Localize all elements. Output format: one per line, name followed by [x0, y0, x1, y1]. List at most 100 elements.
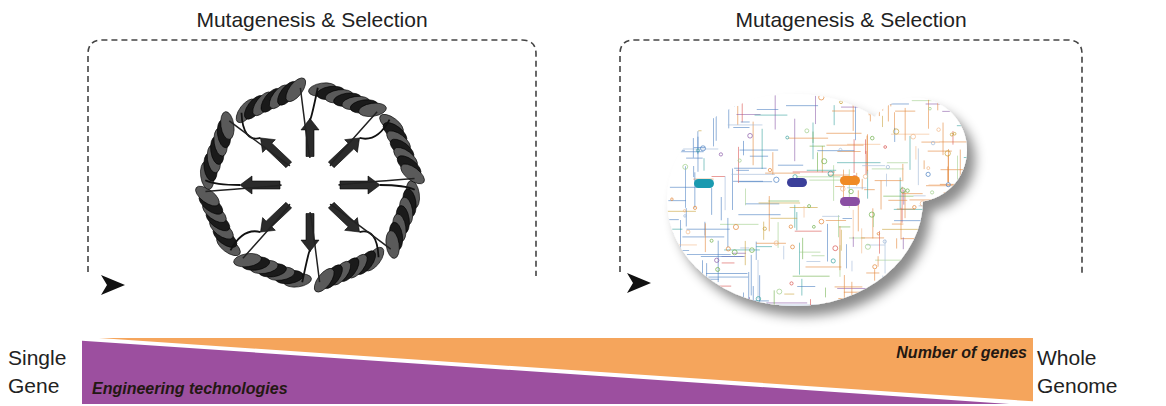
pathway-line	[688, 279, 719, 280]
metabolite	[683, 302, 687, 306]
pathway-line	[957, 125, 996, 126]
pathway-line	[770, 218, 797, 219]
pathway-line	[685, 166, 686, 207]
metabolite	[790, 282, 793, 285]
metabolite	[886, 165, 889, 168]
pathway-line	[937, 234, 974, 235]
pathway-line	[861, 228, 862, 253]
pathway-line	[742, 94, 743, 123]
pathway-line	[756, 242, 757, 260]
pathway-line	[944, 308, 945, 317]
pathway-line	[687, 259, 688, 303]
pathway-line	[879, 92, 880, 116]
loop	[359, 120, 389, 139]
pathway-line	[801, 279, 802, 296]
metabolite	[950, 133, 953, 136]
metabolite	[664, 238, 668, 242]
pathway-line	[686, 158, 703, 159]
helix-turn	[219, 111, 236, 141]
pathway-line	[694, 147, 705, 148]
metabolite	[791, 245, 795, 249]
pathway-line	[727, 218, 728, 247]
technology-band: Engineering technologies	[82, 338, 1033, 404]
pathway-line	[835, 91, 858, 92]
pathway-line	[734, 168, 766, 169]
pathway-line	[705, 223, 706, 252]
pathway-line	[903, 190, 904, 205]
pathway-line	[902, 164, 903, 181]
pathway-line	[875, 260, 908, 261]
pathway-line	[875, 180, 902, 181]
pathway-line	[768, 201, 799, 202]
metabolite	[710, 239, 713, 242]
pathway-line	[843, 218, 852, 219]
pathway-line	[892, 224, 903, 225]
metabolite	[808, 205, 811, 208]
pathway-line	[969, 172, 1000, 173]
pathway-line	[944, 192, 954, 193]
pathway-line	[841, 107, 879, 108]
pathway-line	[889, 302, 890, 314]
pathway-line	[665, 219, 679, 220]
helix-turn	[384, 230, 401, 260]
pathway-line	[957, 235, 958, 276]
pathway-line	[844, 292, 863, 293]
metabolite	[919, 255, 924, 260]
alpha-helix	[199, 111, 236, 191]
metabolite	[849, 189, 853, 193]
metabolite	[679, 116, 683, 120]
highlighted-enzyme	[694, 179, 714, 188]
pathway-line	[745, 203, 779, 204]
pathway-line	[907, 288, 930, 289]
pathway-line	[671, 292, 702, 293]
pathway-line	[711, 188, 712, 215]
pathway-line	[882, 116, 883, 127]
metabolite	[929, 107, 932, 110]
pathway-line	[672, 150, 685, 151]
beta-strand	[340, 176, 380, 194]
metabolite	[965, 257, 968, 260]
pathway-line	[766, 302, 807, 303]
pathway-line	[956, 185, 993, 186]
pathway-line	[758, 260, 759, 299]
pathway-line	[680, 220, 681, 259]
metabolite	[920, 201, 925, 206]
metabolite	[953, 132, 956, 135]
pathway-line	[733, 127, 749, 128]
pathway-line	[767, 303, 768, 340]
metabolite	[715, 258, 719, 262]
pathway-line	[853, 210, 854, 239]
pathway-line	[738, 214, 780, 215]
metabolite	[946, 183, 950, 187]
pathway-line	[896, 271, 923, 272]
pathway-line	[881, 181, 882, 210]
pathway-line	[794, 119, 795, 161]
pathway-line	[786, 105, 818, 106]
pathway-line	[939, 242, 940, 284]
beta-strand	[240, 176, 280, 194]
pathway-line	[728, 124, 763, 125]
alpha-helix	[232, 75, 309, 126]
pathway-line	[743, 141, 744, 155]
pathway-line	[838, 298, 881, 299]
pathway-line	[864, 189, 875, 190]
beta-strand	[301, 119, 319, 157]
pathway-line	[878, 256, 879, 266]
pathway-line	[912, 100, 942, 101]
pathway-line	[883, 196, 913, 197]
pathway-line	[898, 270, 927, 271]
metabolite	[865, 244, 870, 249]
pathway-line	[682, 236, 724, 237]
pathway-line	[834, 105, 835, 125]
pathway-line	[854, 139, 855, 173]
metabolite	[863, 174, 867, 178]
metabolite	[869, 212, 874, 217]
metabolite	[930, 191, 933, 194]
pathway-line	[689, 130, 702, 131]
metabolite	[927, 167, 930, 170]
pathway-line	[765, 173, 800, 174]
pathway-line	[846, 244, 847, 268]
protein-structure	[192, 75, 427, 296]
pathway-line	[894, 220, 928, 221]
pathway-line	[806, 266, 842, 267]
